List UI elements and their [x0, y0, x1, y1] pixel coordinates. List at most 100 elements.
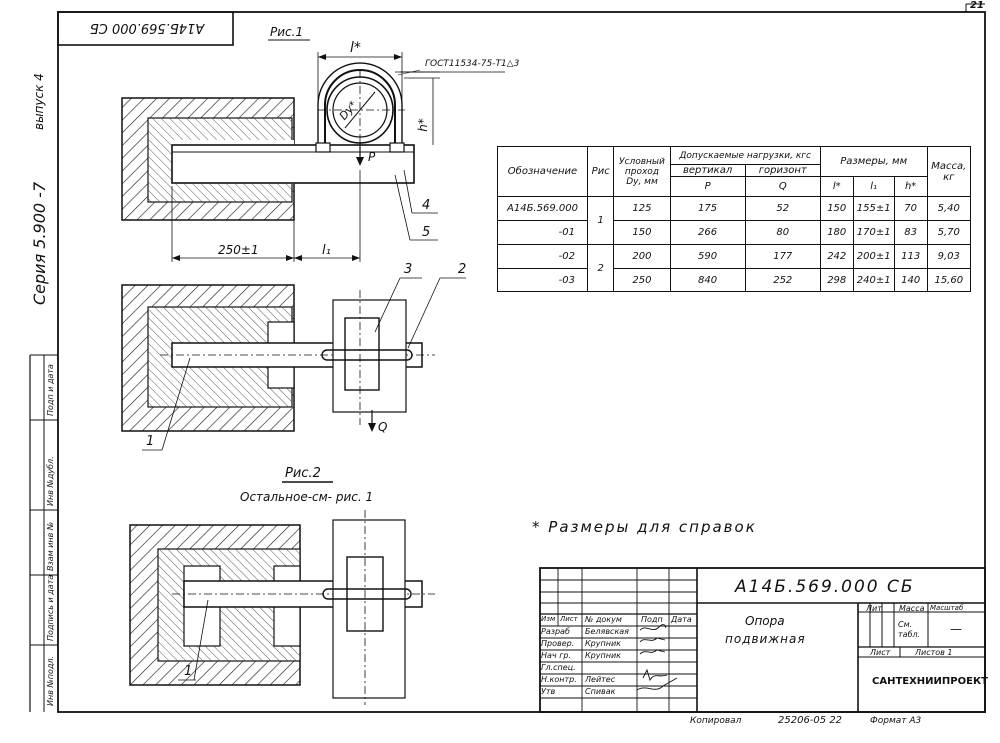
th-bore: Условный проход Dу, мм [613, 146, 671, 197]
tb-sheet-label: Лист [870, 648, 891, 657]
footer-copied: Копировал [690, 716, 742, 726]
table-row: А14Б.569.000 1 125 175 52 150 155±1 70 5… [497, 196, 972, 245]
tb-doc-number: А14Б.569.000 СБ [735, 577, 915, 597]
cell-m: 15,60 [926, 268, 972, 292]
cell-h: 140 [893, 268, 928, 292]
fig1-dim-l1: l₁ [322, 243, 331, 258]
tb-sheets-label: Листов 1 [915, 648, 953, 657]
tb-role: Нач гр. [541, 651, 572, 660]
table-row: -01 150 266 80 180 170±1 83 5,70 [497, 220, 972, 245]
cell-h: 113 [893, 244, 928, 269]
cell-l1: 155±1 [852, 196, 895, 221]
inv-cell-1: Подпись и дата [46, 574, 55, 641]
cell-des: -01 [497, 220, 588, 245]
inv-cell-3: Инв №дубл. [46, 456, 55, 506]
cell-des: -02 [497, 244, 588, 269]
cell-dy: 125 [613, 196, 671, 221]
callout-4: 4 [422, 198, 431, 213]
th-sizes: Размеры, мм [819, 146, 928, 177]
fig1-dim-l: l* [350, 40, 361, 56]
tb-name-1: Опора [745, 614, 785, 628]
th-designation: Обозначение [497, 146, 588, 197]
tb-role: Утв [541, 687, 556, 696]
table-row: -02 2 200 590 177 242 200±1 113 9,03 [497, 244, 972, 292]
cell-l: 180 [819, 220, 854, 245]
cell-dy: 250 [613, 268, 671, 292]
tb-person: Крупник [585, 651, 621, 660]
cell-m: 5,40 [926, 196, 972, 221]
tb-person: Крупник [585, 639, 621, 648]
callout-5: 5 [422, 225, 431, 240]
fig1-title: Рис.1 [270, 25, 304, 39]
tb-role: Провер. [541, 639, 575, 648]
th-horiz: горизонт [744, 164, 821, 177]
th-l1: l₁ [852, 176, 895, 197]
rotated-doc-stamp: А14Б.569.000 СБ [89, 20, 205, 35]
cell-l1: 170±1 [852, 220, 895, 245]
cell-des: -03 [497, 268, 588, 292]
cell-p: 175 [669, 196, 746, 221]
tb-person: Белявская [585, 627, 629, 636]
cell-p: 840 [669, 268, 746, 292]
cell-m: 5,70 [926, 220, 972, 245]
tb-col-sign: Подп [641, 615, 663, 624]
tb-mass-label: Масса [899, 604, 925, 613]
cell-h: 83 [893, 220, 928, 245]
fig1-dim-250: 250±1 [218, 243, 259, 257]
cell-dy: 200 [613, 244, 671, 269]
cell-p: 266 [669, 220, 746, 245]
cell-dy: 150 [613, 220, 671, 245]
cell-l: 242 [819, 244, 854, 269]
callout-1: 1 [146, 434, 155, 449]
table-row: -03 250 840 252 298 240±1 140 15,60 [497, 268, 972, 292]
footer-format: Формат А3 [870, 716, 922, 726]
cell-q: 80 [744, 220, 821, 245]
th-p: P [669, 176, 746, 197]
tb-col-list: Лист [560, 615, 578, 623]
fig1-gost: ГОСТ11534-75-Т1△3 [425, 59, 520, 69]
inv-cell-2: Взам инв № [46, 521, 55, 571]
tb-col-doc: № докум [585, 615, 622, 624]
cell-des: А14Б.569.000 [497, 196, 588, 221]
cell-fig: 1 [586, 196, 615, 245]
cell-q: 252 [744, 268, 821, 292]
cell-q: 177 [744, 244, 821, 269]
tb-scale-label: Масштаб [930, 604, 964, 612]
callout-2: 2 [458, 262, 467, 277]
th-fig: Рис [586, 146, 615, 197]
cell-m: 9,03 [926, 244, 972, 269]
th-mass: Масса, кг [926, 146, 972, 197]
signatures [637, 624, 678, 691]
cell-l: 298 [819, 268, 854, 292]
fig2-title: Рис.2 [285, 466, 321, 481]
issue-label: выпуск 4 [32, 73, 46, 130]
tb-person: Лейтес [585, 675, 616, 684]
tb-role: Разраб [541, 627, 570, 636]
cell-q: 52 [744, 196, 821, 221]
tb-col-date: Дата [671, 615, 692, 624]
th-l: l* [819, 176, 854, 197]
fig2-subtitle: Остальное-см- рис. 1 [240, 490, 374, 504]
inv-cell-4: Подп и дата [46, 364, 55, 416]
tb-role: Н.контр. [541, 675, 577, 684]
spec-table: Обозначение Рис Условный проход Dу, мм Д… [497, 146, 972, 292]
inv-cell-0: Инв №подл. [46, 655, 55, 706]
th-loads: Допускаемые нагрузки, кгс [669, 146, 821, 165]
tb-scale-value: — [950, 622, 962, 636]
reference-note: * Размеры для справок [532, 518, 757, 536]
cell-h: 70 [893, 196, 928, 221]
cell-l1: 200±1 [852, 244, 895, 269]
fig1-load-q: Q [378, 420, 388, 434]
tb-mass-value: См. табл. [898, 620, 921, 639]
sheet-number: 21 [970, 0, 984, 11]
cell-l: 150 [819, 196, 854, 221]
tb-lit-label: Лит [866, 604, 882, 613]
tb-col-izm: Изм [541, 615, 556, 623]
callout-3: 3 [404, 262, 413, 277]
th-h: h* [893, 176, 928, 197]
tb-person: Спивак [585, 687, 616, 696]
series-label: Серия 5.900 -7 [30, 181, 49, 305]
tb-role: Гл.спец. [541, 663, 576, 672]
